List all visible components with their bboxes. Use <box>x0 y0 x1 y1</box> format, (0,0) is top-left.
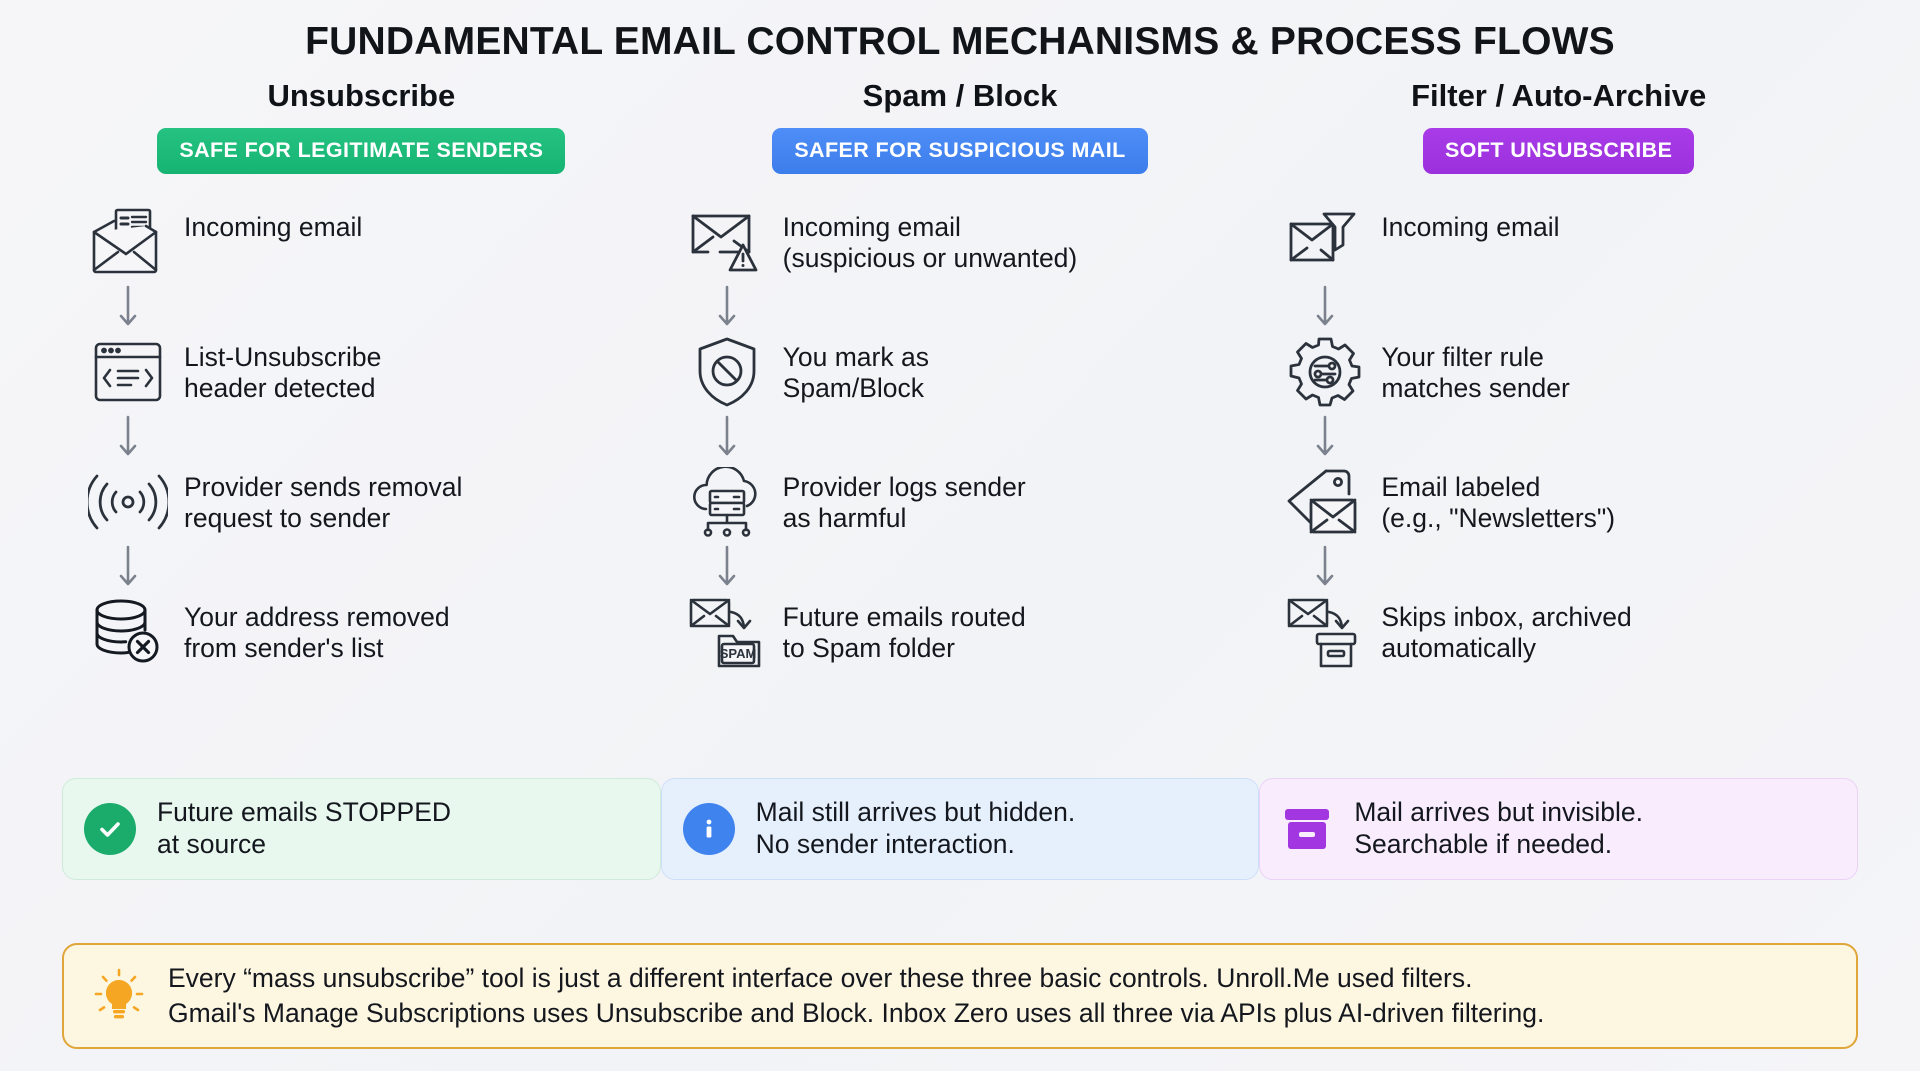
step-list: Incoming email <box>1259 200 1858 674</box>
status-badge: SOFT UNSUBSCRIBE <box>1422 128 1695 174</box>
column-heading: Unsubscribe <box>267 78 456 113</box>
flow-columns: Unsubscribe SAFE FOR LEGITIMATE SENDERS <box>0 78 1920 880</box>
step-item: Email labeled (e.g., "Newsletters") <box>1277 460 1858 544</box>
newsletter-envelope-icon <box>80 200 176 284</box>
flow-arrow-down-icon <box>1277 284 1373 330</box>
broadcast-signal-icon <box>80 460 176 544</box>
step-label: Email labeled (e.g., "Newsletters") <box>1381 472 1616 534</box>
badge-row: SOFT UNSUBSCRIBE <box>1259 128 1858 174</box>
flow-arrow-down-icon <box>80 544 176 590</box>
step-label: Provider logs sender as harmful <box>782 472 1026 534</box>
envelope-to-spam-folder-icon: SPAM <box>679 590 775 674</box>
column-filter-auto-archive: Filter / Auto-Archive SOFT UNSUBSCRIBE I… <box>1259 78 1858 880</box>
step-label: Your filter rule matches sender <box>1381 342 1570 404</box>
flow-arrow-down-icon <box>1277 414 1373 460</box>
lightbulb-icon <box>90 968 148 1024</box>
spam-folder-label: SPAM <box>719 646 756 661</box>
tag-envelope-icon <box>1277 460 1373 544</box>
database-remove-icon <box>80 590 176 674</box>
step-item: List-Unsubscribe header detected <box>80 330 661 414</box>
check-circle-icon <box>83 802 137 856</box>
flow-arrow-down-icon <box>679 284 775 330</box>
footer-note: Every “mass unsubscribe” tool is just a … <box>62 942 1858 1049</box>
column-spam-block: Spam / Block SAFER FOR SUSPICIOUS MAIL <box>660 78 1260 880</box>
gear-sliders-icon <box>1277 330 1373 414</box>
conclusion-box: Mail arrives but invisible. Searchable i… <box>1259 778 1858 880</box>
conclusion-box: Future emails STOPPED at source <box>62 778 661 880</box>
envelope-to-archive-icon <box>1277 590 1373 674</box>
step-item: Incoming email <box>1277 200 1858 284</box>
shield-block-icon <box>679 330 775 414</box>
flow-arrow-down-icon <box>679 414 775 460</box>
envelope-warning-icon <box>679 200 775 284</box>
conclusion-box: Mail still arrives but hidden. No sender… <box>660 778 1260 880</box>
badge-row: SAFER FOR SUSPICIOUS MAIL <box>661 128 1260 174</box>
status-badge: SAFER FOR SUSPICIOUS MAIL <box>772 128 1148 174</box>
column-heading: Filter / Auto-Archive <box>1411 78 1707 113</box>
page-title: FUNDAMENTAL EMAIL CONTROL MECHANISMS & P… <box>305 20 1615 63</box>
step-label: Incoming email <box>1381 212 1560 242</box>
conclusion-label: Mail arrives but invisible. Searchable i… <box>1354 797 1643 859</box>
step-label: Incoming email (suspicious or unwanted) <box>782 212 1078 274</box>
conclusion-label: Mail still arrives but hidden. No sender… <box>755 797 1076 859</box>
step-label: List-Unsubscribe header detected <box>184 342 382 404</box>
step-item: Skips inbox, archived automatically <box>1277 590 1858 674</box>
code-window-icon <box>80 330 176 414</box>
step-label: Your address removed from sender's list <box>184 602 450 664</box>
step-item: Provider sends removal request to sender <box>80 460 661 544</box>
step-item: SPAM Future emails routed to Spam folder <box>679 590 1260 674</box>
step-label: Future emails routed to Spam folder <box>782 602 1026 664</box>
step-item: Incoming email (suspicious or unwanted) <box>679 200 1260 284</box>
column-unsubscribe: Unsubscribe SAFE FOR LEGITIMATE SENDERS <box>62 78 661 880</box>
status-badge: SAFE FOR LEGITIMATE SENDERS <box>157 128 566 174</box>
step-label: Incoming email <box>184 212 363 242</box>
step-list: Incoming email <box>62 200 661 674</box>
info-circle-icon <box>682 802 736 856</box>
conclusion-label: Future emails STOPPED at source <box>157 797 452 859</box>
step-label: Provider sends removal request to sender <box>184 472 463 534</box>
step-item: Your filter rule matches sender <box>1277 330 1858 414</box>
column-heading: Spam / Block <box>862 78 1058 113</box>
footer-label: Every “mass unsubscribe” tool is just a … <box>168 962 1545 1028</box>
step-item: You mark as Spam/Block <box>679 330 1260 414</box>
step-item: Your address removed from sender's list <box>80 590 661 674</box>
archive-box-icon <box>1280 802 1334 856</box>
cloud-server-icon <box>679 460 775 544</box>
step-item: Provider logs sender as harmful <box>679 460 1260 544</box>
step-item: Incoming email <box>80 200 661 284</box>
flow-arrow-down-icon <box>1277 544 1373 590</box>
step-label: Skips inbox, archived automatically <box>1381 602 1632 664</box>
step-list: Incoming email (suspicious or unwanted) <box>661 200 1260 674</box>
flow-arrow-down-icon <box>80 414 176 460</box>
envelope-funnel-icon <box>1277 200 1373 284</box>
step-label: You mark as Spam/Block <box>782 342 929 404</box>
badge-row: SAFE FOR LEGITIMATE SENDERS <box>62 128 661 174</box>
flow-arrow-down-icon <box>80 284 176 330</box>
flow-arrow-down-icon <box>679 544 775 590</box>
